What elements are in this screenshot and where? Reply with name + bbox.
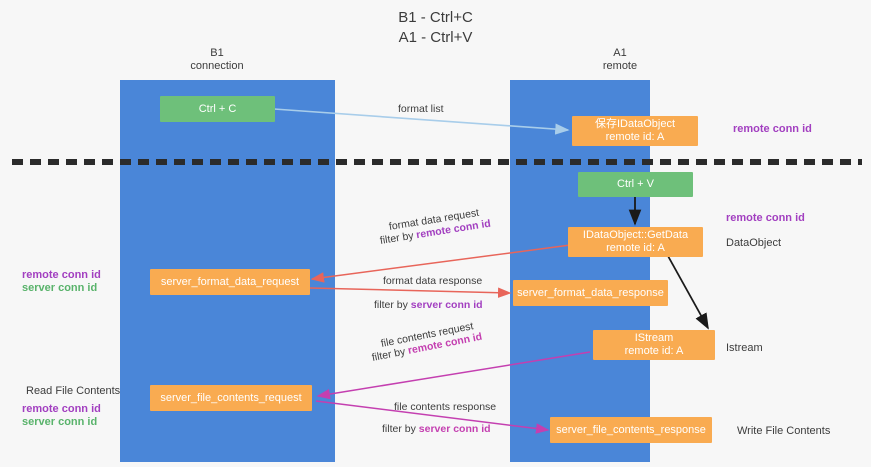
node-ctrl-c[interactable]: Ctrl + C bbox=[160, 96, 275, 122]
node-server-format-data-response[interactable]: server_format_data_response bbox=[513, 280, 668, 306]
node-server-file-contents-response[interactable]: server_file_contents_response bbox=[550, 417, 712, 443]
node-save-idataobject[interactable]: 保存IDataObject remote id: A bbox=[572, 116, 698, 146]
node-getdata-line1: IDataObject::GetData bbox=[582, 229, 689, 241]
filter-prefix: filter by bbox=[382, 423, 419, 435]
node-ctrl-c-label: Ctrl + C bbox=[198, 102, 237, 115]
node-server-format-data-response-label: server_format_data_response bbox=[517, 286, 664, 299]
node-ctrl-v-label: Ctrl + V bbox=[617, 178, 654, 190]
edge-label-format-data-response: format data response bbox=[383, 275, 483, 287]
node-server-file-contents-response-label: server_file_contents_response bbox=[556, 423, 706, 436]
node-server-format-data-request-label: server_format_data_request bbox=[160, 275, 300, 288]
annotation-remote-conn-id-top: remote conn id bbox=[733, 123, 812, 135]
annotation-left-server-conn-id-mid: server conn id bbox=[22, 282, 98, 294]
filter-key-server-conn-id: server conn id bbox=[418, 423, 491, 435]
edge-getdata-istream bbox=[667, 255, 709, 330]
annotation-left-remote-conn-id-bot: remote conn id bbox=[22, 403, 101, 415]
node-save-idataobject-line1: 保存IDataObject bbox=[594, 118, 676, 130]
edge-label-format-list: format list bbox=[398, 103, 444, 115]
annotation-istream: Istream bbox=[726, 342, 763, 354]
page-title: B1 - Ctrl+C A1 - Ctrl+V bbox=[398, 9, 473, 46]
filter-prefix: filter by bbox=[370, 345, 410, 364]
node-getdata-line2: remote id: A bbox=[606, 242, 665, 254]
node-save-idataobject-line2: remote id: A bbox=[605, 131, 665, 143]
node-istream[interactable]: IStream remote id: A bbox=[593, 330, 715, 360]
annotation-read-file-contents: Read File Contents bbox=[26, 385, 121, 397]
filter-key-server-conn-id: server conn id bbox=[410, 299, 483, 311]
annotation-dataobject: DataObject bbox=[726, 237, 782, 249]
annotation-remote-conn-id-mid: remote conn id bbox=[726, 212, 805, 224]
annotation-left-server-conn-id-bot: server conn id bbox=[22, 416, 98, 428]
annotation-write-file-contents: Write File Contents bbox=[737, 425, 831, 437]
lane-title-b1: B1 connection bbox=[190, 47, 244, 72]
annotation-left-remote-conn-id-mid: remote conn id bbox=[22, 269, 101, 281]
edge-label-file-contents-response-filter: filter by server conn id bbox=[382, 422, 491, 436]
lane-title-a1: A1 remote bbox=[602, 47, 638, 72]
node-server-file-contents-request[interactable]: server_file_contents_request bbox=[150, 385, 312, 411]
node-ctrl-v[interactable]: Ctrl + V bbox=[578, 172, 693, 197]
node-server-format-data-request[interactable]: server_format_data_request bbox=[150, 269, 310, 295]
node-istream-line1: IStream bbox=[634, 332, 674, 344]
node-server-file-contents-request-label: server_file_contents_request bbox=[160, 391, 302, 404]
edge-label-format-data-response-filter: filter by server conn id bbox=[374, 298, 483, 312]
filter-prefix: filter by bbox=[374, 299, 411, 311]
filter-prefix: filter by bbox=[379, 229, 418, 247]
edge-label-file-contents-response: file contents response bbox=[394, 401, 497, 413]
node-idataobject-getdata[interactable]: IDataObject::GetData remote id: A bbox=[568, 227, 703, 257]
edge-format-data-response bbox=[309, 287, 512, 298]
node-istream-line2: remote id: A bbox=[624, 345, 684, 357]
